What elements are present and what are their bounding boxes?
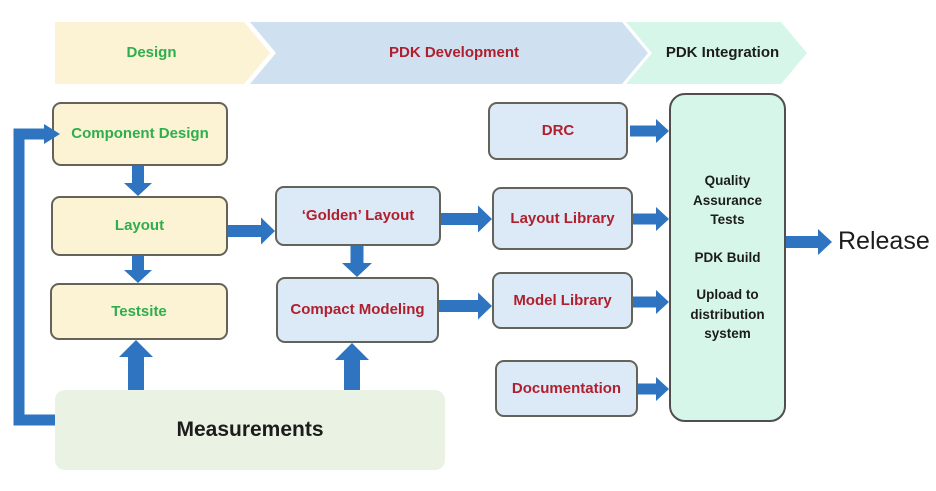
- qa-line-pdk-build: PDK Build: [694, 249, 761, 265]
- node-compact-modeling: Compact Modeling: [276, 277, 439, 343]
- arrow-measurements-to-compact-modeling: [335, 343, 369, 390]
- release-label: Release: [838, 227, 930, 255]
- arrow-layout-to-testsite: [124, 256, 152, 283]
- node-testsite-label: Testsite: [111, 302, 167, 320]
- arrow-layout-to-golden-layout: [228, 217, 275, 245]
- qa-line-upload-to-distribution-system: Upload to distribution system: [690, 287, 765, 342]
- banner-stage-design: Design: [55, 22, 270, 84]
- banner-stage-pdk-integration: PDK Integration: [626, 22, 807, 84]
- banner-stage-pdk-development-label: PDK Development: [388, 44, 520, 61]
- node-measurements: Measurements: [55, 390, 445, 470]
- arrow-layout-library-to-qa: [633, 207, 669, 231]
- node-layout-label: Layout: [114, 217, 165, 234]
- node-documentation-label: Documentation: [511, 379, 622, 397]
- arrow-model-library-to-qa: [633, 290, 669, 314]
- arrow-measurements-to-testsite: [119, 340, 153, 390]
- feedback-arrow-measurements-to-component-design: [13, 128, 55, 426]
- node-pdk-integration-tasks: Quality Assurance Tests PDK Build Upload…: [669, 93, 786, 422]
- banner-stage-pdk-development: PDK Development: [250, 22, 648, 84]
- node-compact-modeling-label: Compact Modeling: [290, 301, 425, 318]
- qa-line-quality-assurance-tests: Quality Assurance Tests: [692, 173, 763, 228]
- node-testsite: Testsite: [50, 283, 228, 340]
- arrow-golden-layout-to-compact-modeling: [342, 246, 372, 277]
- banner-stage-design-label: Design: [126, 44, 177, 61]
- node-component-design-label: Component Design: [71, 125, 209, 142]
- node-layout: Layout: [51, 196, 228, 256]
- node-model-library: Model Library: [492, 272, 633, 329]
- node-documentation: Documentation: [495, 360, 638, 417]
- node-model-library-label: Model Library: [513, 291, 612, 309]
- node-golden-layout: ‘Golden’ Layout: [275, 186, 441, 246]
- node-measurements-label: Measurements: [176, 418, 324, 441]
- arrow-documentation-to-qa: [638, 377, 669, 401]
- arrow-drc-to-qa: [630, 119, 669, 143]
- banner-stage-pdk-integration-label: PDK Integration: [665, 44, 780, 61]
- arrow-component-design-to-layout: [124, 166, 152, 196]
- arrow-golden-layout-to-layout-library: [441, 205, 492, 233]
- node-drc: DRC: [488, 102, 628, 160]
- arrow-qa-to-release: [786, 229, 832, 255]
- arrow-compact-modeling-to-model-library: [439, 292, 492, 320]
- node-layout-library-label: Layout Library: [510, 209, 615, 227]
- node-component-design: Component Design: [52, 102, 228, 166]
- node-drc-label: DRC: [541, 122, 575, 139]
- node-golden-layout-label: ‘Golden’ Layout: [301, 207, 415, 224]
- node-layout-library: Layout Library: [492, 187, 633, 250]
